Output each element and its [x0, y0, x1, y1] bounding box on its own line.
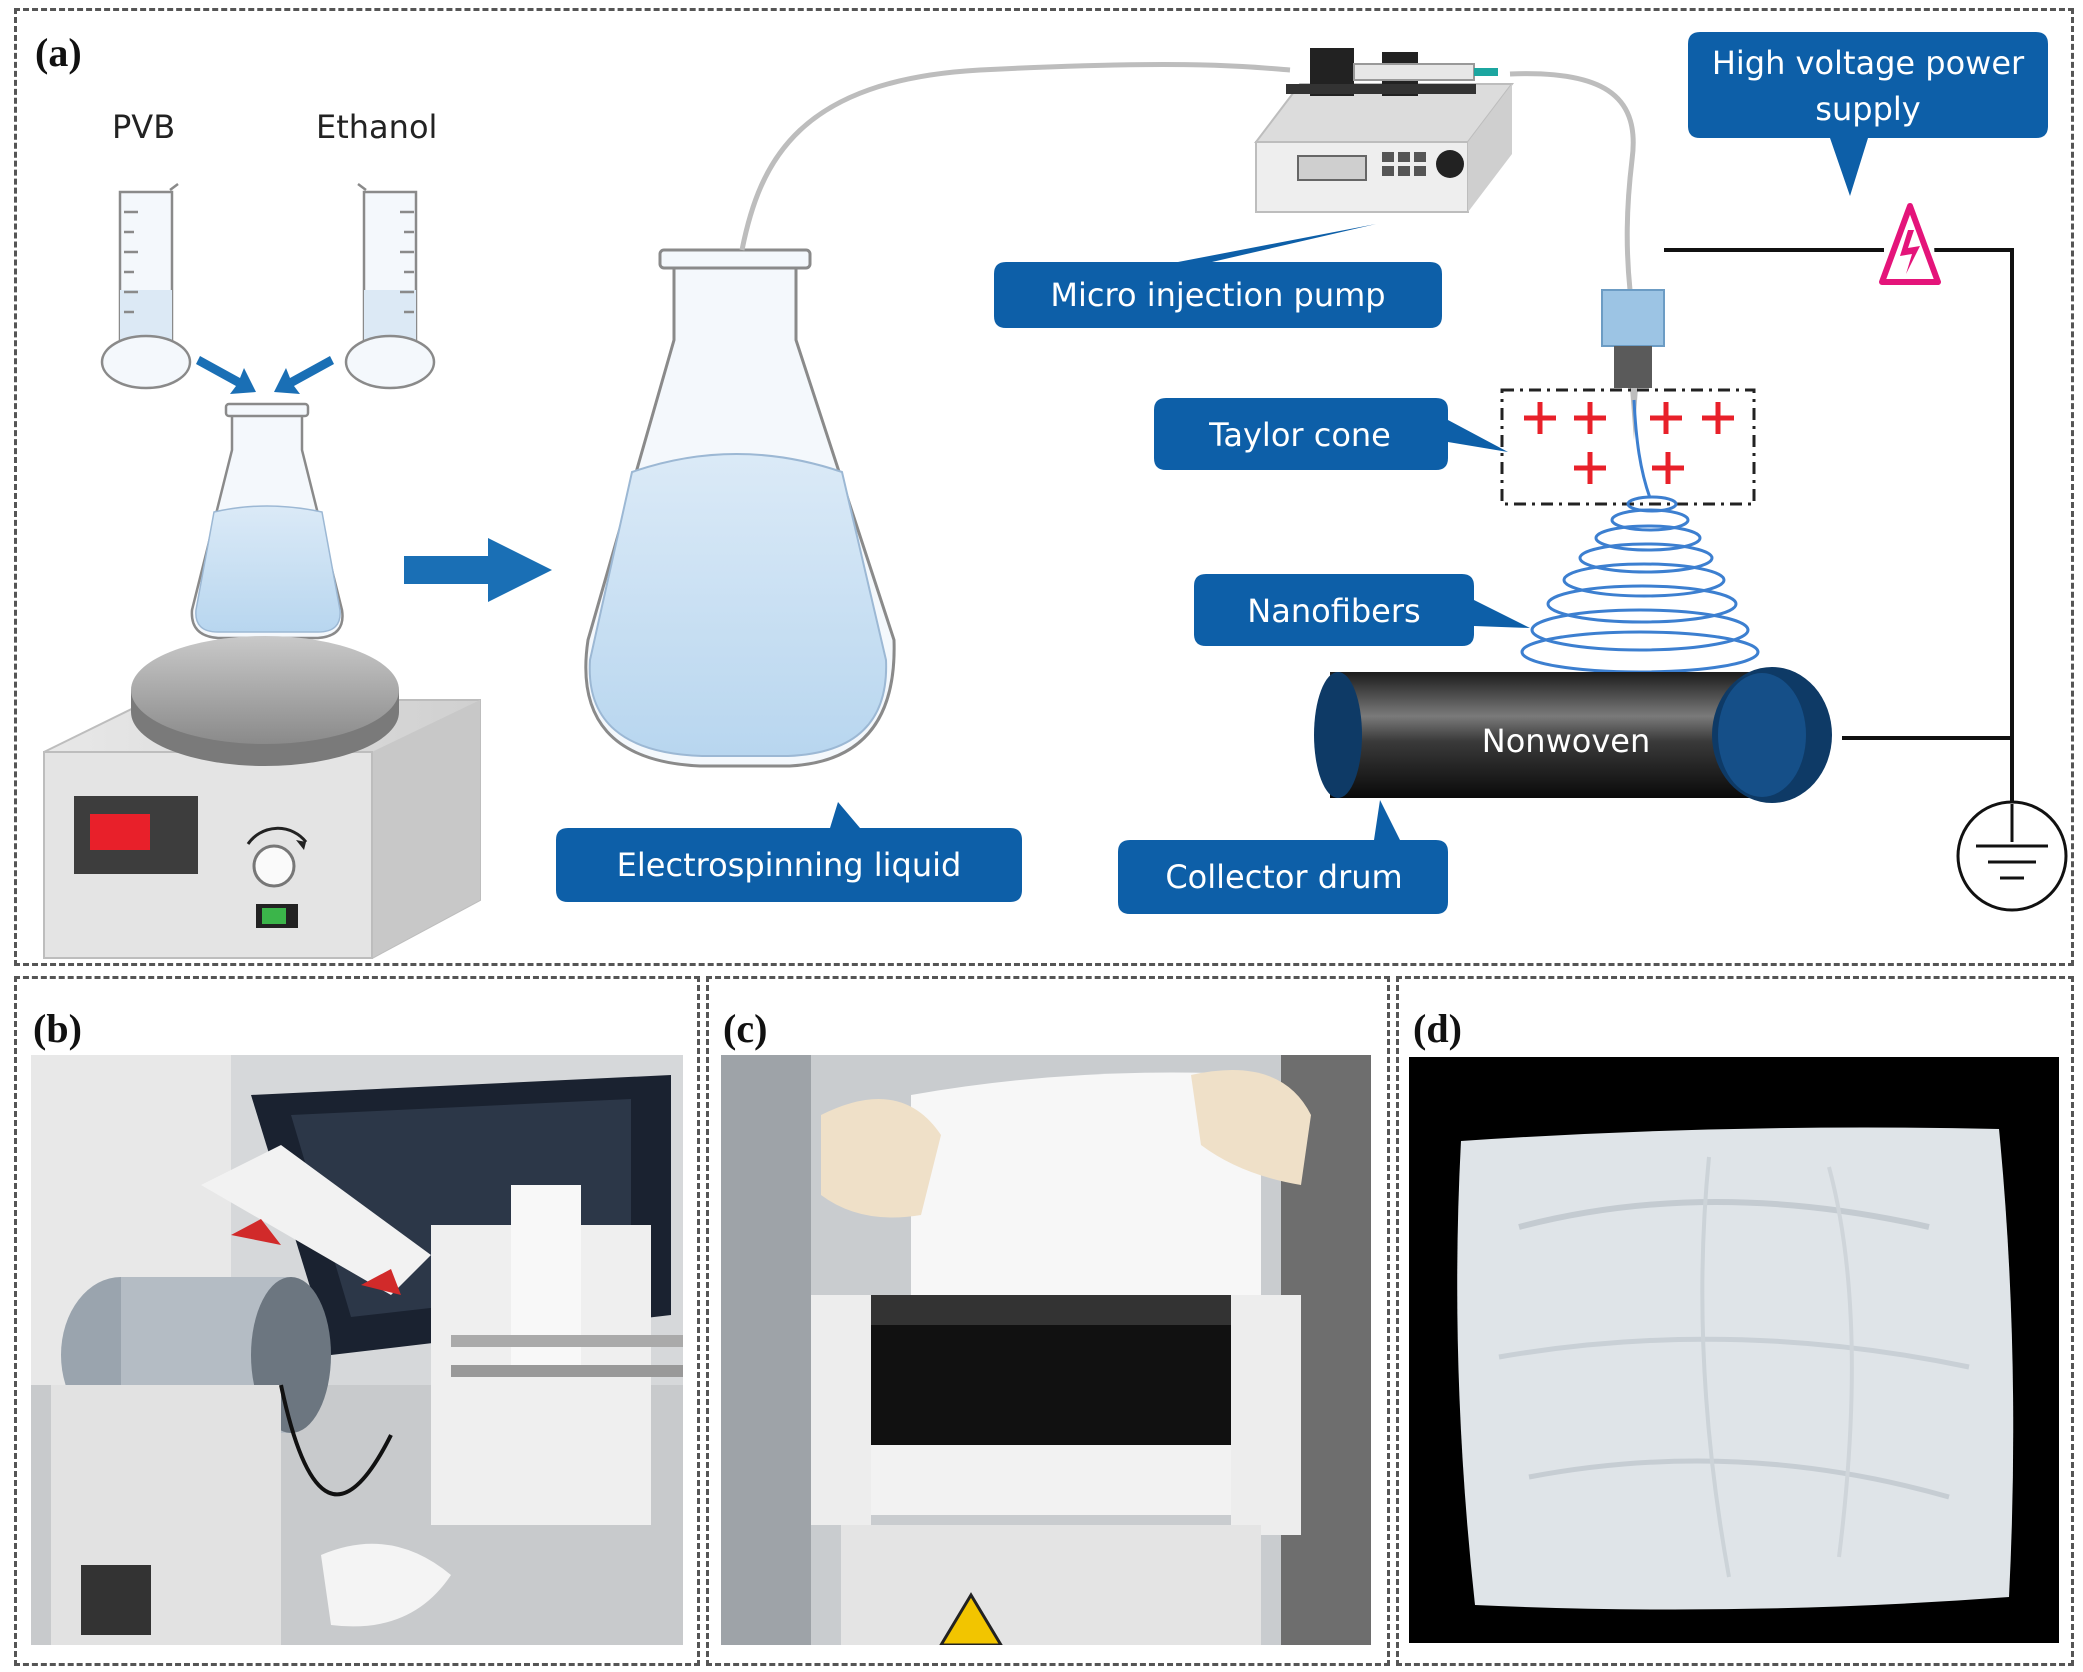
graduated-cylinder-pvb — [100, 183, 192, 390]
callout-high-voltage-line2: supply — [1815, 90, 1920, 128]
callout-nanofibers: Nanofibers — [1194, 574, 1530, 646]
pour-arrows — [196, 356, 334, 394]
feed-tube — [739, 62, 1636, 291]
nanofiber-spiral — [1520, 399, 1760, 674]
callout-nanofibers-text: Nanofibers — [1247, 592, 1420, 630]
large-flask — [584, 248, 896, 768]
panel-d: (d) — [1396, 976, 2074, 1666]
callout-liquid-text: Electrospinning liquid — [617, 846, 962, 884]
ethanol-label: Ethanol — [316, 108, 437, 146]
small-flask — [190, 402, 344, 640]
callout-collector-text: Collector drum — [1165, 858, 1402, 896]
callout-high-voltage-line1: High voltage power — [1712, 44, 2025, 82]
collector-drum: Nonwoven — [1314, 667, 1832, 803]
ground-icon — [1956, 800, 2068, 912]
process-arrow — [404, 538, 552, 602]
pvb-label: PVB — [112, 108, 175, 146]
panel-b-label: (b) — [33, 1006, 82, 1051]
magnetic-stirrer — [43, 636, 481, 959]
syringe-pump — [1253, 48, 1515, 213]
photo-collector-drum — [721, 1055, 1371, 1645]
callout-taylor-cone: Taylor cone — [1154, 398, 1508, 470]
stirrer-knob — [252, 844, 296, 888]
callout-collector: Collector drum — [1118, 800, 1448, 914]
callout-micro-pump-text: Micro injection pump — [1050, 276, 1385, 314]
electrical-wiring — [1664, 248, 2014, 804]
panel-d-label: (d) — [1413, 1006, 1462, 1051]
charge-markers — [1524, 402, 1734, 484]
spinneret-nozzle — [1601, 289, 1665, 440]
callout-micro-pump: Micro injection pump — [994, 224, 1442, 328]
panel-a: (a) — [14, 8, 2074, 966]
schematic-diagram: PVB Ethanol — [43, 32, 2068, 959]
callout-high-voltage: High voltage power supply — [1688, 32, 2048, 196]
panel-c-label: (c) — [723, 1006, 768, 1051]
panel-c: (c) — [706, 976, 1390, 1666]
callout-taylor-cone-text: Taylor cone — [1208, 416, 1391, 454]
drum-label: Nonwoven — [1482, 722, 1650, 760]
graduated-cylinder-ethanol — [344, 183, 436, 390]
photo-electrospinning-machine — [31, 1055, 683, 1645]
panel-a-label: (a) — [35, 30, 82, 75]
photo-nonwoven-sample — [1409, 1057, 2059, 1643]
high-voltage-warning-icon — [1879, 203, 1941, 285]
callout-liquid: Electrospinning liquid — [556, 802, 1022, 902]
panel-b: (b) — [14, 976, 700, 1666]
